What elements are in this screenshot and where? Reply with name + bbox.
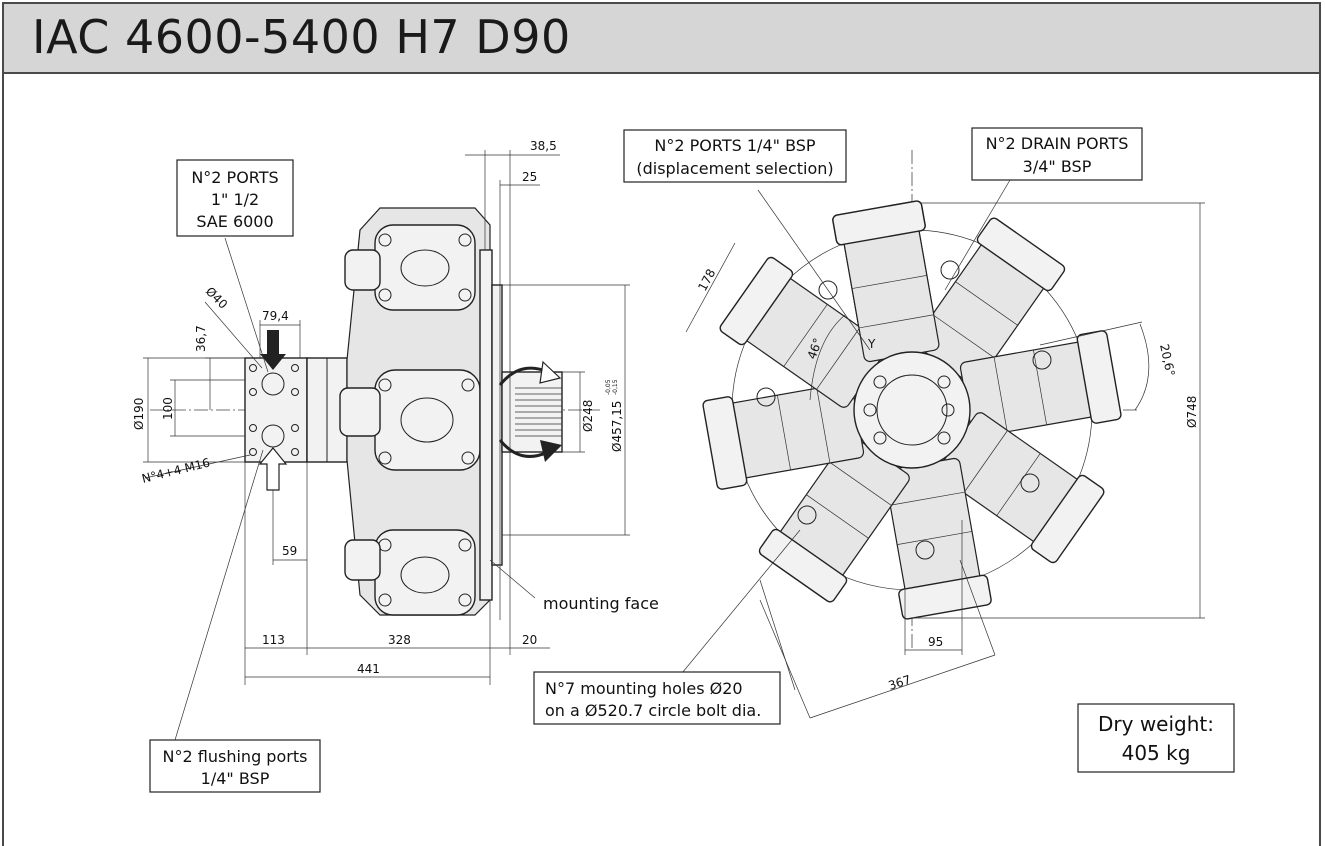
cylinder-cap-bottom: [374, 529, 476, 616]
dim-dia-40: Ø40: [203, 284, 230, 311]
dim-angle-46: 46°: [805, 336, 825, 361]
callout-ports-displacement: N°2 PORTS 1/4" BSP (displacement selecti…: [623, 129, 847, 183]
flow-in-arrow-icon: [260, 330, 286, 370]
cylinder-6: [758, 435, 910, 603]
dim-100: 100: [161, 397, 175, 420]
svg-text:N°2 DRAIN PORTS: N°2 DRAIN PORTS: [986, 134, 1129, 153]
dim-38-5: 38,5: [530, 139, 557, 153]
dry-weight-box: Dry weight: 405 kg: [1077, 703, 1235, 773]
svg-text:on a Ø520.7 circle bolt dia.: on a Ø520.7 circle bolt dia.: [545, 701, 761, 720]
dim-angle-20-6: 20,6°: [1157, 343, 1177, 378]
drawing-frame: [2, 72, 1321, 846]
side-view: [143, 150, 630, 741]
cylinder-2: [914, 217, 1066, 385]
callout-mounting-holes: N°7 mounting holes Ø20 on a Ø520.7 circl…: [533, 671, 781, 725]
port-b-circle: [261, 424, 285, 448]
svg-text:N°2 PORTS 1/4" BSP: N°2 PORTS 1/4" BSP: [654, 136, 815, 155]
callout-flushing-ports: N°2 flushing ports 1/4" BSP: [149, 739, 321, 793]
front-view: [667, 150, 1205, 719]
dim-dia-248: Ø248: [581, 400, 595, 432]
svg-text:1/4" BSP: 1/4" BSP: [201, 769, 270, 788]
callout-ports-main: N°2 PORTS 1" 1/2 SAE 6000: [176, 159, 294, 237]
dim-113: 113: [262, 633, 285, 647]
svg-text:N°7 mounting holes Ø20: N°7 mounting holes Ø20: [545, 679, 743, 698]
svg-text:Dry weight:: Dry weight:: [1098, 712, 1214, 736]
dim-441: 441: [357, 662, 380, 676]
dim-tol-lower: -0,15: [612, 379, 619, 395]
drawing-title: IAC 4600-5400 H7 D90: [32, 10, 571, 64]
dim-dia-457: Ø457,15: [610, 401, 624, 452]
mounting-holes: [756, 260, 1052, 560]
dim-dia-190: Ø190: [132, 398, 146, 430]
mounting-face-label: mounting face: [543, 594, 659, 613]
dim-dia-748: Ø748: [1185, 396, 1199, 428]
title-bar: IAC 4600-5400 H7 D90: [2, 2, 1321, 74]
central-hub: [853, 351, 971, 469]
svg-text:N°2 PORTS: N°2 PORTS: [191, 168, 278, 187]
dim-20: 20: [522, 633, 537, 647]
svg-text:(displacement selection): (displacement selection): [636, 159, 833, 178]
cylinder-cap-top: [374, 224, 476, 311]
svg-text:1" 1/2: 1" 1/2: [211, 190, 259, 209]
dim-tol-upper: -0,05: [605, 379, 612, 395]
dim-25: 25: [522, 170, 537, 184]
dim-79-4: 79,4: [262, 309, 289, 323]
cylinder-8: [719, 256, 887, 408]
svg-text:405 kg: 405 kg: [1122, 741, 1191, 765]
dim-m16: N°4+4 M16: [140, 455, 211, 485]
axis-y-label: Y: [867, 337, 876, 351]
callout-drain-ports: N°2 DRAIN PORTS 3/4" BSP: [971, 127, 1143, 181]
dim-328: 328: [388, 633, 411, 647]
dim-36-7: 36,7: [194, 325, 208, 352]
dim-367: 367: [887, 672, 913, 692]
cylinder-7: [702, 382, 865, 490]
svg-text:SAE 6000: SAE 6000: [196, 212, 273, 231]
dim-59: 59: [282, 544, 297, 558]
dim-95: 95: [928, 635, 943, 649]
mounting-flange: [479, 249, 493, 601]
cylinder-4: [937, 412, 1105, 564]
port-a-circle: [261, 372, 285, 396]
svg-text:3/4" BSP: 3/4" BSP: [1023, 157, 1092, 176]
svg-text:N°2 flushing ports: N°2 flushing ports: [163, 747, 308, 766]
